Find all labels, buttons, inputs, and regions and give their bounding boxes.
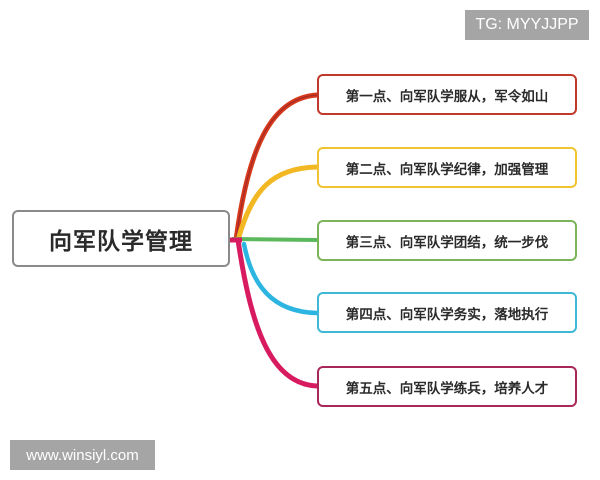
branch-node-label: 第五点、向军队学练兵，培养人才: [345, 380, 549, 397]
connector-5: [235, 237, 320, 389]
connector-4: [241, 241, 320, 316]
branch-node-5: 第五点、向军队学练兵，培养人才: [317, 366, 577, 407]
watermark-bottom-left: www.winsiyl.com: [10, 440, 155, 470]
branch-node-label: 第三点、向军队学团结，统一步伐: [345, 234, 549, 251]
branch-node-2: 第二点、向军队学纪律，加强管理: [317, 147, 577, 188]
root-node-label: 向军队学管理: [49, 228, 193, 255]
connector-3: [231, 237, 318, 242]
branch-node-3: 第三点、向军队学团结，统一步伐: [317, 220, 577, 261]
root-node: 向军队学管理: [12, 210, 230, 267]
branch-node-label: 第一点、向军队学服从，军令如山: [345, 88, 549, 105]
branch-node-label: 第二点、向军队学纪律，加强管理: [345, 161, 549, 178]
branch-node-label: 第四点、向军队学务实，落地执行: [345, 306, 549, 323]
watermark-top-right: TG: MYYJJPP: [465, 10, 589, 40]
watermark-text: www.winsiyl.com: [26, 446, 139, 464]
watermark-text: TG: MYYJJPP: [475, 16, 579, 33]
branch-node-4: 第四点、向军队学务实，落地执行: [317, 292, 577, 333]
branch-node-1: 第一点、向军队学服从，军令如山: [317, 74, 577, 115]
connector-2: [235, 164, 320, 243]
